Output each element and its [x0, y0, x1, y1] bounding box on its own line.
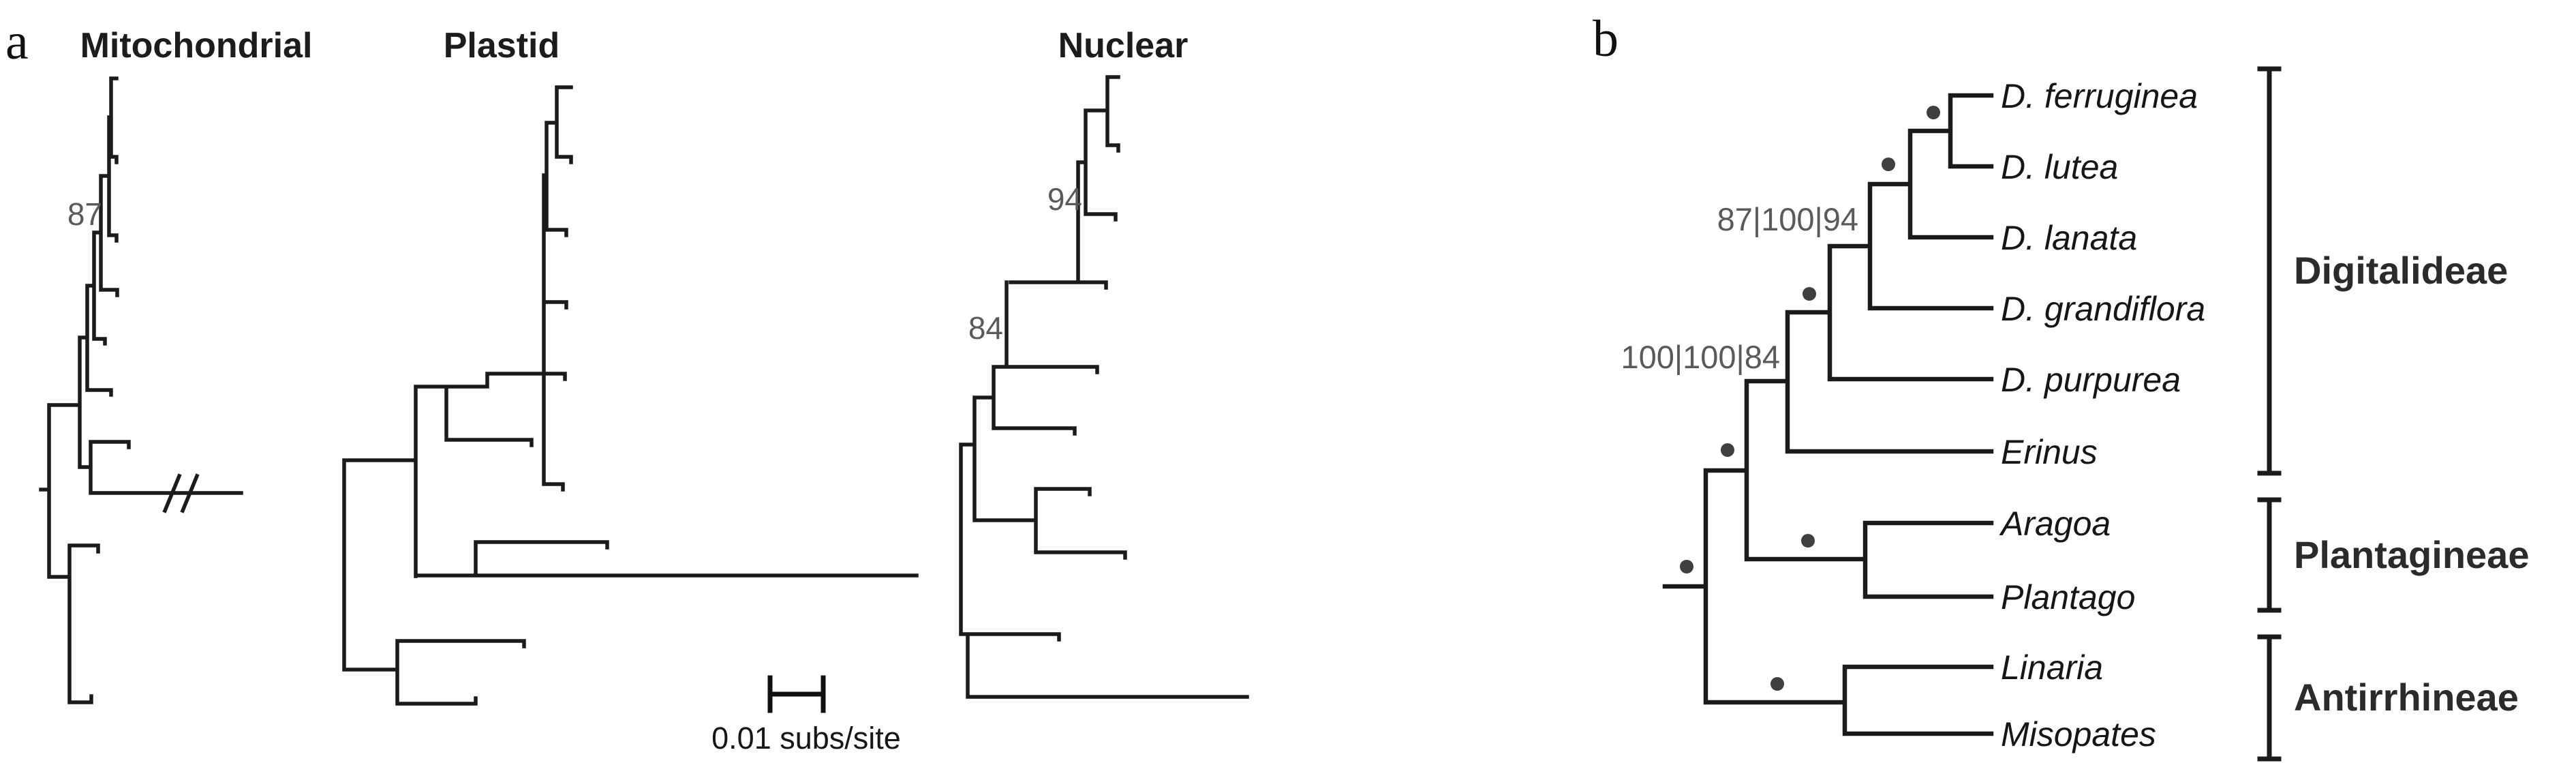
mitochondrial-tree-branches: [39, 76, 243, 704]
taxon-label: Plantago: [2001, 578, 2135, 616]
node-dot-purpurea-clade: [1803, 287, 1816, 301]
taxon-label: Linaria: [2001, 648, 2103, 687]
taxon-label: D. grandiflora: [2001, 290, 2205, 328]
clade-brackets: [2257, 66, 2282, 762]
nuclear-tree-branches: [959, 75, 1249, 699]
node-dot-root: [1680, 560, 1693, 573]
panel-b-letter: b: [1593, 10, 1619, 68]
cladogram-support-digitalis-crown: 87|100|94: [1717, 201, 1858, 237]
node-dot-digitalideae-plantagineae: [1721, 443, 1734, 457]
nuclear-tree-title: Nuclear: [1058, 26, 1189, 65]
mitochondrial-branch-break-marks: [162, 473, 200, 513]
plastid-tree-title: Plastid: [444, 26, 560, 65]
clade-label-antirrhineae: Antirrhineae: [2294, 676, 2519, 719]
nuclear-support-value-upper: 94: [1047, 181, 1082, 217]
clade-label-plantagineae: Plantagineae: [2294, 533, 2529, 576]
scale-bar-label: 0.01 subs/site: [711, 721, 901, 755]
node-dot-lanata-clade: [1882, 158, 1895, 171]
scale-bar: [767, 675, 826, 713]
cladogram-support-digitalideae: 100|100|84: [1621, 339, 1780, 375]
clade-label-digitalideae: Digitalideae: [2294, 249, 2508, 292]
node-dot-ferruginea-lutea: [1927, 106, 1940, 119]
taxon-labels: D. ferruginea D. lutea D. lanata D. gran…: [1999, 77, 2205, 753]
taxon-label: D. purpurea: [2001, 361, 2181, 399]
taxon-label: D. lutea: [2001, 148, 2118, 186]
taxon-label: Erinus: [2001, 433, 2098, 471]
taxon-label: Aragoa: [1999, 505, 2111, 543]
plastid-tree-branches: [342, 85, 919, 706]
node-dot-antirrhineae: [1770, 677, 1784, 691]
node-dot-plantagineae: [1801, 534, 1815, 548]
node-support-dots: [1680, 106, 1940, 691]
taxon-label: Misopates: [2001, 715, 2156, 753]
nuclear-support-value-lower: 84: [968, 310, 1003, 346]
panel-a-letter: a: [5, 13, 29, 70]
mitochondrial-tree-title: Mitochondrial: [80, 26, 313, 65]
mitochondrial-support-value: 87: [67, 196, 102, 232]
cladogram-branches: [1662, 93, 1994, 736]
taxon-label: D. lanata: [2001, 219, 2137, 257]
taxon-label: D. ferruginea: [2001, 77, 2198, 115]
